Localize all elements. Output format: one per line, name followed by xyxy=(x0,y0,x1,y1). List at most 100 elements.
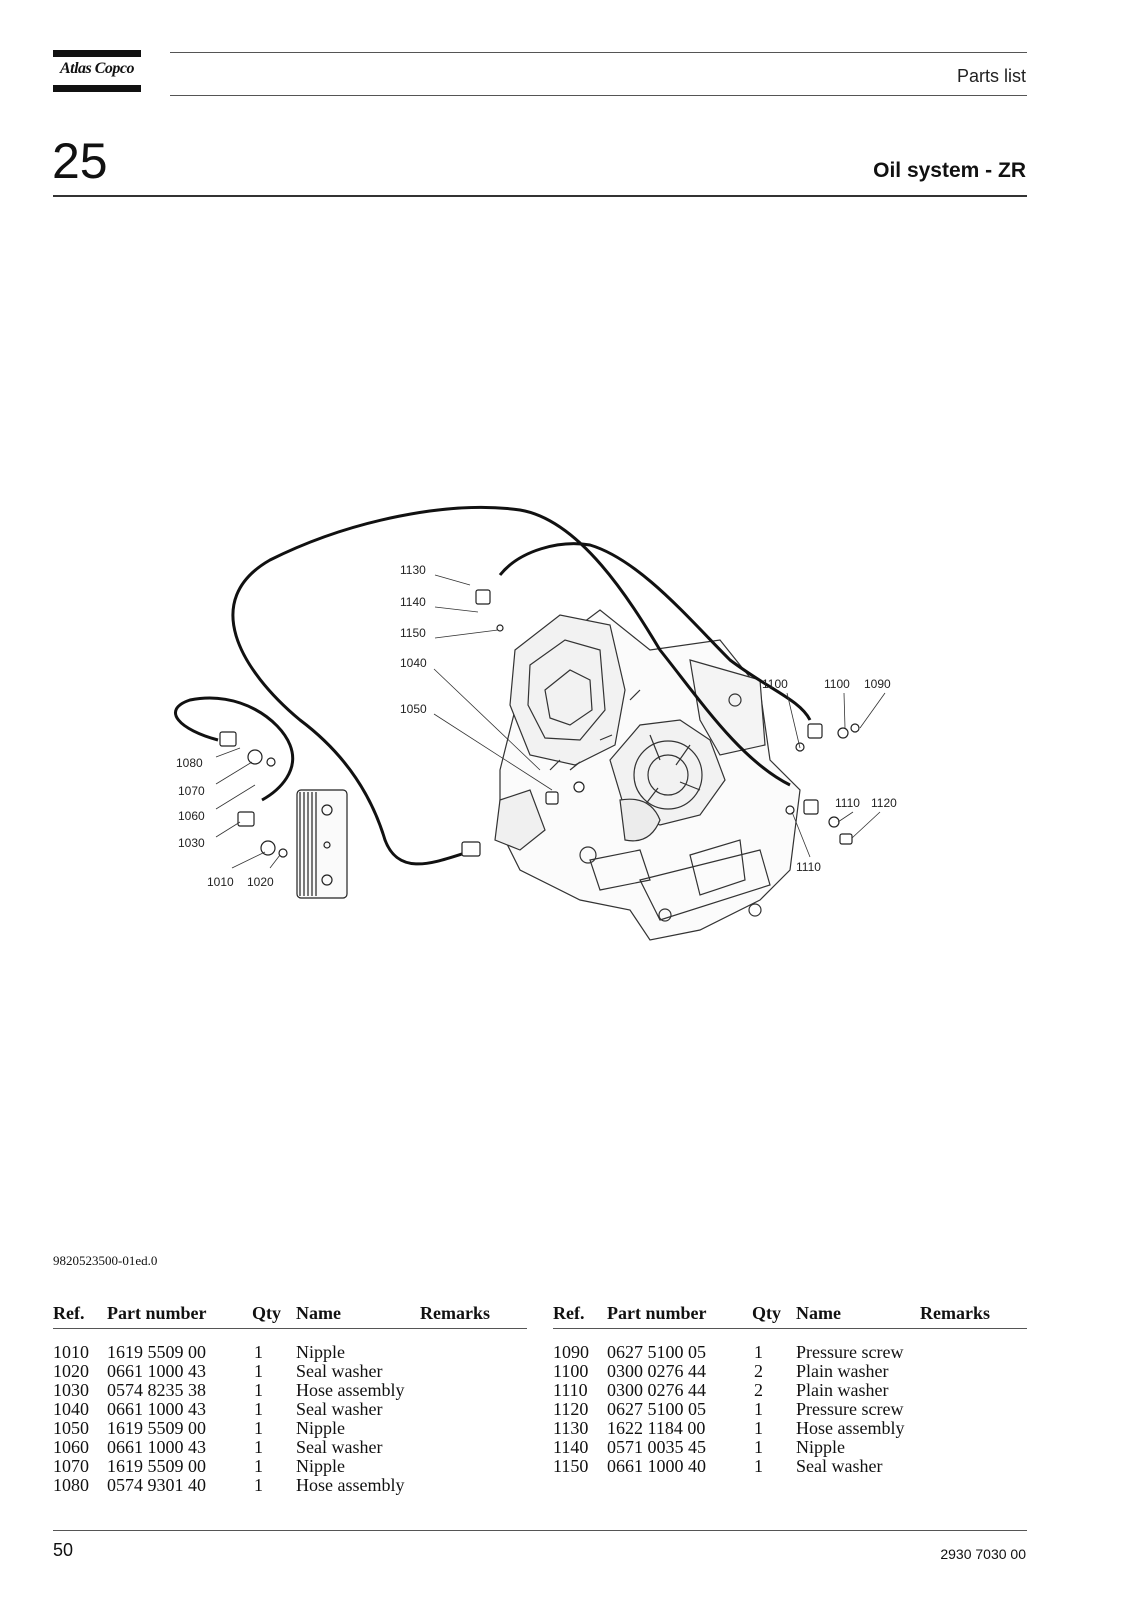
col-qty-header: Qty xyxy=(252,1302,296,1329)
name-cell: Seal washer xyxy=(296,1437,383,1457)
callout-label: 1030 xyxy=(178,836,205,850)
part-number-cell: 0571 0035 45 xyxy=(607,1437,706,1457)
callout-label: 1110 xyxy=(796,860,821,874)
callout-label: 1020 xyxy=(247,875,274,889)
part-number-cell: 0661 1000 43 xyxy=(107,1399,206,1419)
name-cell: Hose assembly xyxy=(796,1418,905,1438)
header-rule-bottom xyxy=(170,95,1027,96)
qty-cell: 1 xyxy=(254,1437,263,1457)
name-cell: Plain washer xyxy=(796,1380,889,1400)
chapter-rule xyxy=(53,195,1027,197)
name-cell: Seal washer xyxy=(796,1456,883,1476)
leader-lines xyxy=(215,574,886,869)
remarks-cell xyxy=(420,1457,527,1476)
qty-cell: 1 xyxy=(754,1418,763,1438)
part-number-cell: 0574 8235 38 xyxy=(107,1380,206,1400)
page-number: 50 xyxy=(53,1540,74,1560)
header-rule-top xyxy=(170,52,1027,53)
ref-cell: 1130 xyxy=(553,1418,589,1438)
logo-bar-top xyxy=(53,50,141,57)
callout-label: 1070 xyxy=(178,784,205,798)
ref-cell: 1010 xyxy=(53,1342,89,1362)
callout-label: 1100 xyxy=(824,677,850,691)
table-header-row: Ref. Part number Qty Name Remarks xyxy=(553,1302,1027,1329)
name-cell: Nipple xyxy=(296,1342,345,1362)
remarks-cell xyxy=(920,1362,1027,1381)
logo-bar-bottom xyxy=(53,85,141,92)
part-number-cell: 0661 1000 43 xyxy=(107,1437,206,1457)
ref-cell: 1060 xyxy=(53,1437,89,1457)
table-row: 1060 0661 1000 43 1 Seal washer xyxy=(53,1438,527,1457)
remarks-cell xyxy=(420,1400,527,1419)
callout-label: 1140 xyxy=(400,595,426,609)
name-cell: Nipple xyxy=(296,1456,345,1476)
ref-cell: 1110 xyxy=(553,1380,588,1400)
callout-label: 1130 xyxy=(400,563,426,577)
ref-cell: 1020 xyxy=(53,1361,89,1381)
ref-cell: 1030 xyxy=(53,1380,89,1400)
ref-cell: 1040 xyxy=(53,1399,89,1419)
qty-cell: 1 xyxy=(754,1342,763,1362)
qty-cell: 1 xyxy=(254,1456,263,1476)
ref-cell: 1070 xyxy=(53,1456,89,1476)
col-remarks-header: Remarks xyxy=(420,1302,527,1329)
part-number-cell: 0300 0276 44 xyxy=(607,1361,706,1381)
remarks-cell xyxy=(920,1419,1027,1438)
compressor-body xyxy=(494,609,801,941)
ref-cell: 1050 xyxy=(53,1418,89,1438)
qty-cell: 1 xyxy=(254,1399,263,1419)
chapter-number: 25 xyxy=(52,133,108,189)
qty-cell: 1 xyxy=(754,1399,763,1419)
qty-cell: 2 xyxy=(754,1361,763,1381)
name-cell: Pressure screw xyxy=(796,1399,904,1419)
name-cell: Seal washer xyxy=(296,1399,383,1419)
col-name-header: Name xyxy=(296,1302,420,1329)
part-number-cell: 0627 5100 05 xyxy=(607,1342,706,1362)
name-cell: Seal washer xyxy=(296,1361,383,1381)
ref-cell: 1140 xyxy=(553,1437,589,1457)
callout-label: 1010 xyxy=(207,875,234,889)
document-number: 2930 7030 00 xyxy=(940,1546,1026,1562)
part-number-cell: 1622 1184 00 xyxy=(607,1418,706,1438)
col-remarks-header: Remarks xyxy=(920,1302,1027,1329)
part-number-cell: 1619 5509 00 xyxy=(107,1342,206,1362)
col-ref-header: Ref. xyxy=(53,1302,107,1329)
part-number-cell: 0574 9301 40 xyxy=(107,1475,206,1495)
atlas-copco-logo: Atlas Copco xyxy=(53,50,141,92)
col-ref-header: Ref. xyxy=(553,1302,607,1329)
col-qty-header: Qty xyxy=(752,1302,796,1329)
remarks-cell xyxy=(920,1400,1027,1419)
qty-cell: 1 xyxy=(754,1456,763,1476)
qty-cell: 1 xyxy=(254,1342,263,1362)
remarks-cell xyxy=(920,1329,1027,1363)
remarks-cell xyxy=(420,1362,527,1381)
qty-cell: 1 xyxy=(254,1475,263,1495)
part-number-cell: 0661 1000 43 xyxy=(107,1361,206,1381)
callout-label: 1120 xyxy=(871,796,897,810)
oil-hoses xyxy=(174,505,812,866)
callout-label: 1050 xyxy=(400,702,427,716)
ref-cell: 1100 xyxy=(553,1361,589,1381)
name-cell: Hose assembly xyxy=(296,1475,405,1495)
col-name-header: Name xyxy=(796,1302,920,1329)
qty-cell: 2 xyxy=(754,1380,763,1400)
part-number-cell: 0661 1000 40 xyxy=(607,1456,706,1476)
footer-rule xyxy=(53,1530,1027,1531)
qty-cell: 1 xyxy=(254,1380,263,1400)
remarks-cell xyxy=(920,1438,1027,1457)
name-cell: Pressure screw xyxy=(796,1342,904,1362)
callout-label: 1060 xyxy=(178,809,205,823)
remarks-cell xyxy=(420,1476,527,1495)
part-number-cell: 1619 5509 00 xyxy=(107,1456,206,1476)
chapter-title: Oil system - ZR xyxy=(873,159,1026,182)
